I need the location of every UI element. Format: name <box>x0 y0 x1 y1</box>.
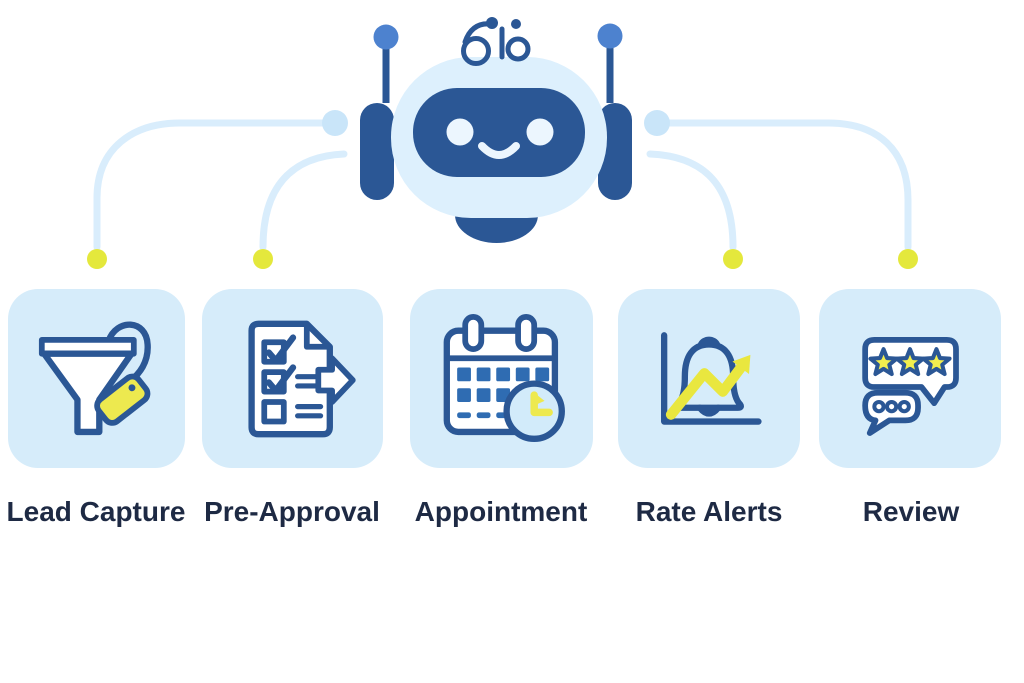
card-label-appointment: Appointment <box>414 496 588 527</box>
connector-left-outer <box>93 119 339 251</box>
connector-node-left <box>322 110 348 136</box>
card-label-review: Review <box>862 496 960 527</box>
yellow-dot-2 <box>253 249 273 269</box>
robot-smile <box>478 142 520 159</box>
connector-right-inner <box>646 150 737 251</box>
robot-ear-right <box>598 103 632 200</box>
yellow-dot-4 <box>898 249 918 269</box>
robot-face <box>413 88 585 177</box>
card-rate-alerts <box>618 289 800 468</box>
robot-eye-left <box>446 118 474 146</box>
connector-right-outer <box>653 119 912 251</box>
card-pre-approval <box>202 289 383 468</box>
card-label-rate-alerts: Rate Alerts <box>635 496 783 527</box>
yellow-dot-1 <box>87 249 107 269</box>
card-label-lead-capture: Lead Capture <box>6 496 186 527</box>
star-icon <box>894 346 926 376</box>
checklist-arrow-icon <box>247 320 356 437</box>
card-appointment <box>410 289 593 468</box>
connector-left-inner <box>259 150 348 251</box>
star-icon <box>921 346 952 376</box>
robot-antennas <box>373 23 623 103</box>
robot-eye-right <box>526 118 554 146</box>
funnel-tag-icon <box>38 321 151 435</box>
card-lead-capture <box>8 289 185 468</box>
card-review <box>819 289 1001 468</box>
robot-crest-icon <box>461 17 531 66</box>
yellow-dot-3 <box>723 249 743 269</box>
card-label-pre-approval: Pre-Approval <box>204 496 380 527</box>
robot-ear-left <box>360 103 394 200</box>
bell-trend-icon <box>660 331 762 425</box>
rating-bubbles-icon <box>862 336 959 436</box>
chatbot-robot-icon <box>360 17 632 243</box>
star-icon <box>868 346 899 376</box>
connector-node-right <box>644 110 670 136</box>
calendar-clock-icon <box>443 313 565 442</box>
